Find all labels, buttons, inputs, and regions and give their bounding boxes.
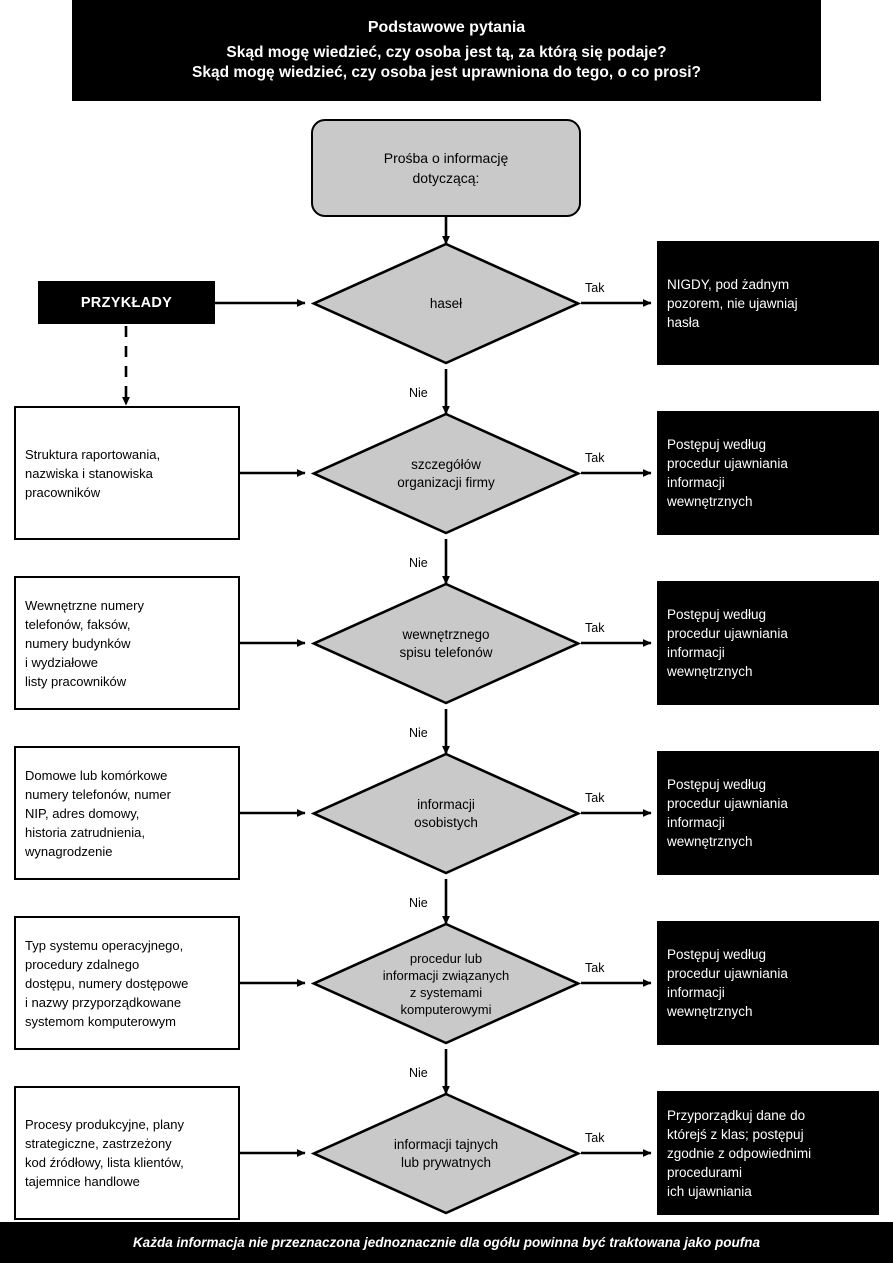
edge-label-no-2: Nie <box>409 726 428 740</box>
header-title: Podstawowe pytania <box>367 19 526 36</box>
start-node-label: Prośba o informację dotyczącą: <box>384 148 509 188</box>
edge-label-no-0: Nie <box>409 386 428 400</box>
header-question-2: Skąd mogę wiedzieć, czy osoba jest upraw… <box>191 64 701 81</box>
decision-node-0: haseł <box>311 241 581 366</box>
example-text-1: Struktura raportowania,nazwiska i stanow… <box>25 446 161 500</box>
footer-banner: Każda informacja nie przeznaczona jednoz… <box>0 1222 893 1263</box>
decision-shape-3 <box>311 752 581 875</box>
start-node: Prośba o informację dotyczącą: <box>311 119 581 217</box>
header-banner: Podstawowe pytania Skąd mogę wiedzieć, c… <box>72 0 821 101</box>
edge-label-yes-3: Tak <box>585 791 605 805</box>
decision-shape-4 <box>311 922 581 1045</box>
footer-note: Każda informacja nie przeznaczona jednoz… <box>132 1235 761 1250</box>
edge-label-yes-5: Tak <box>585 1131 605 1145</box>
edge-label-no-1: Nie <box>409 556 428 570</box>
examples-label-box: PRZYKŁADY <box>38 281 215 324</box>
decision-shape-1 <box>311 412 581 535</box>
edge-label-yes-2: Tak <box>585 621 605 635</box>
decision-shape-5 <box>311 1092 581 1215</box>
examples-label-text: PRZYKŁADY <box>80 294 173 311</box>
decision-shape-2 <box>311 582 581 705</box>
edge-label-no-3: Nie <box>409 896 428 910</box>
example-box-1: Struktura raportowania,nazwiska i stanow… <box>14 406 240 540</box>
decision-shape-0 <box>311 242 581 365</box>
example-text-4: Typ systemu operacyjnego,procedury zdaln… <box>25 937 189 1029</box>
example-box-4: Typ systemu operacyjnego,procedury zdaln… <box>14 916 240 1050</box>
start-line-2: dotyczącą: <box>412 170 480 186</box>
edge-label-yes-1: Tak <box>585 451 605 465</box>
edge-label-no-4: Nie <box>409 1066 428 1080</box>
start-line-1: Prośba o informację <box>383 150 509 166</box>
header-question-1: Skąd mogę wiedzieć, czy osoba jest tą, z… <box>226 44 667 61</box>
edge-label-yes-4: Tak <box>585 961 605 975</box>
edge-label-yes-0: Tak <box>585 281 605 295</box>
